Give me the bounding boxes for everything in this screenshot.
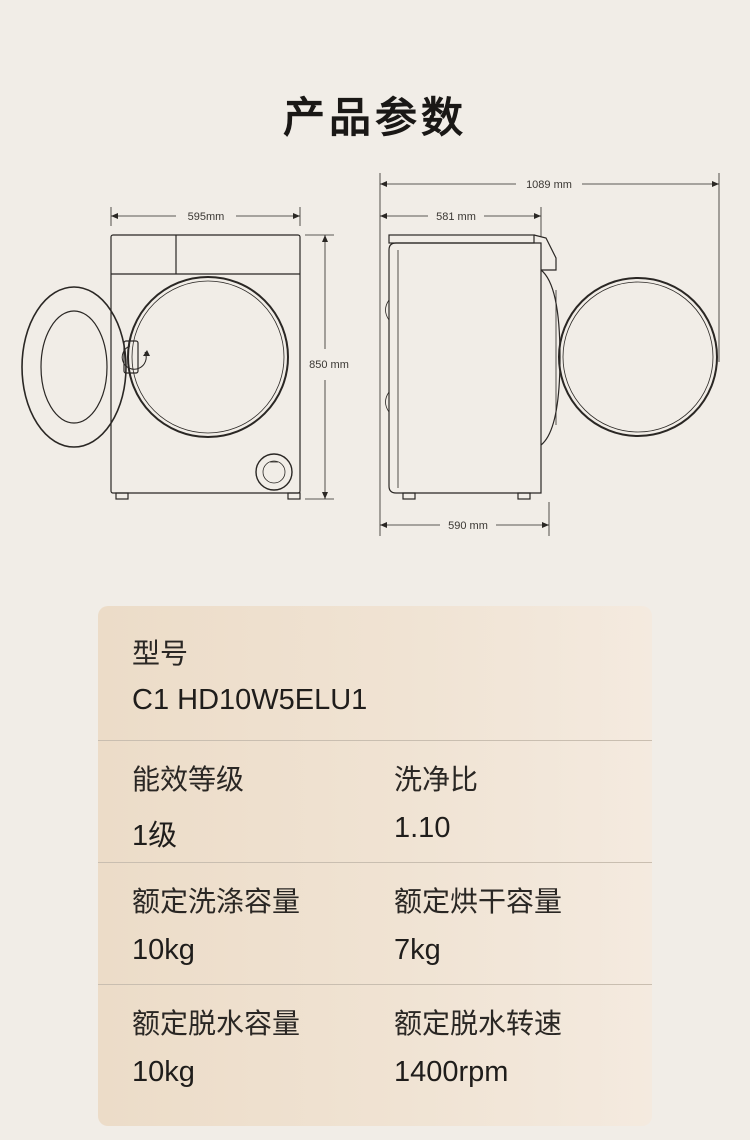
row-divider [98,740,652,741]
spin-speed-value: 1400rpm [394,1056,509,1088]
height-label: 850 mm [309,359,349,371]
dry-capacity-label: 额定烘干容量 [394,885,563,918]
row-divider [98,862,652,863]
spec-card: 型号 C1 HD10W5ELU1 能效等级 1级 洗净比 1.10 额定洗涤容量… [98,606,652,1126]
wash-ratio-label: 洗净比 [394,763,479,796]
spin-capacity-label: 额定脱水容量 [132,1007,301,1040]
model-label: 型号 [132,637,189,670]
wash-capacity-label: 额定洗涤容量 [132,885,301,918]
wash-capacity-value: 10kg [132,934,195,966]
front-width-label: 595mm [188,211,225,223]
wash-ratio-value: 1.10 [394,812,451,844]
spin-capacity-value: 10kg [132,1056,195,1088]
front-view-drawing [21,207,334,500]
body-depth-label: 581 mm [436,211,476,223]
energy-grade-value: 1级 [132,820,178,852]
dry-capacity-value: 7kg [394,934,441,966]
total-depth-label: 1089 mm [526,179,572,191]
base-depth-label: 590 mm [448,520,488,532]
dimension-diagram: 595mm 850 mm 1089 mm 581 mm 590 mm [21,173,720,536]
page-title: 产品参数 [282,93,467,142]
spin-speed-label: 额定脱水转速 [394,1007,563,1040]
row-divider [98,984,652,985]
side-view-drawing [379,173,720,536]
energy-grade-label: 能效等级 [132,763,245,796]
model-value: C1 HD10W5ELU1 [132,684,368,716]
